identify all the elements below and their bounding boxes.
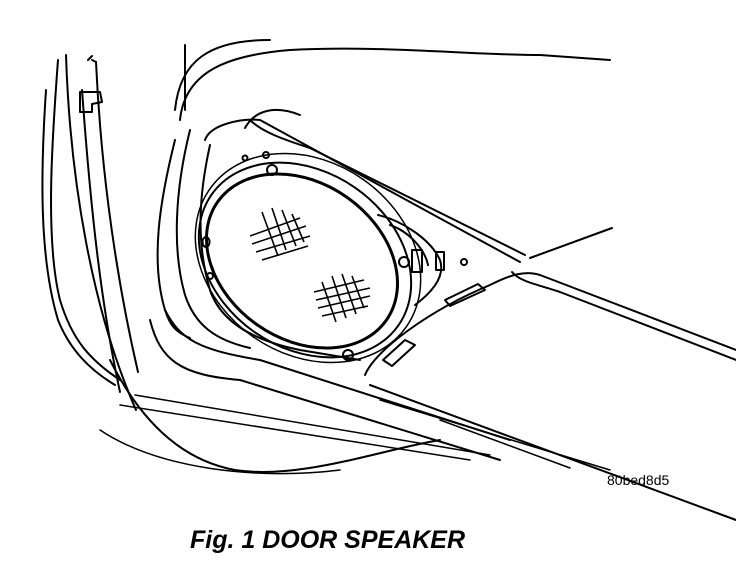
- speaker-recess: [199, 108, 526, 361]
- figure-caption: Fig. 1 DOOR SPEAKER: [190, 526, 466, 554]
- glass-hatching-lower: [313, 273, 371, 323]
- panel-holes: [201, 151, 468, 280]
- speaker-grille: [194, 152, 422, 364]
- image-code-label: 80bed8d5: [607, 472, 670, 488]
- door-pillar: [41, 54, 139, 411]
- pillar-clip: [79, 91, 103, 113]
- speaker-magnet: [377, 214, 445, 306]
- door-trim-armrest: [364, 227, 736, 521]
- glass-hatching-upper: [249, 207, 311, 261]
- door-panel: [99, 39, 611, 475]
